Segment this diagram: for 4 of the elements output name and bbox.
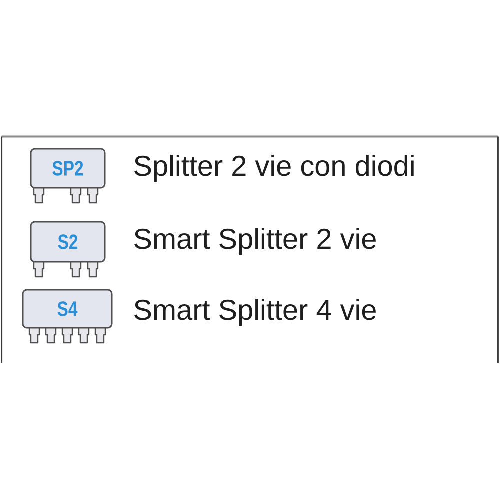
- symbol-description: Splitter 2 vie con diodi: [134, 155, 414, 182]
- legend-frame: [1, 136, 499, 364]
- symbol-description: Smart Splitter 4 vie: [134, 299, 376, 326]
- symbol-description: Smart Splitter 2 vie: [134, 228, 376, 255]
